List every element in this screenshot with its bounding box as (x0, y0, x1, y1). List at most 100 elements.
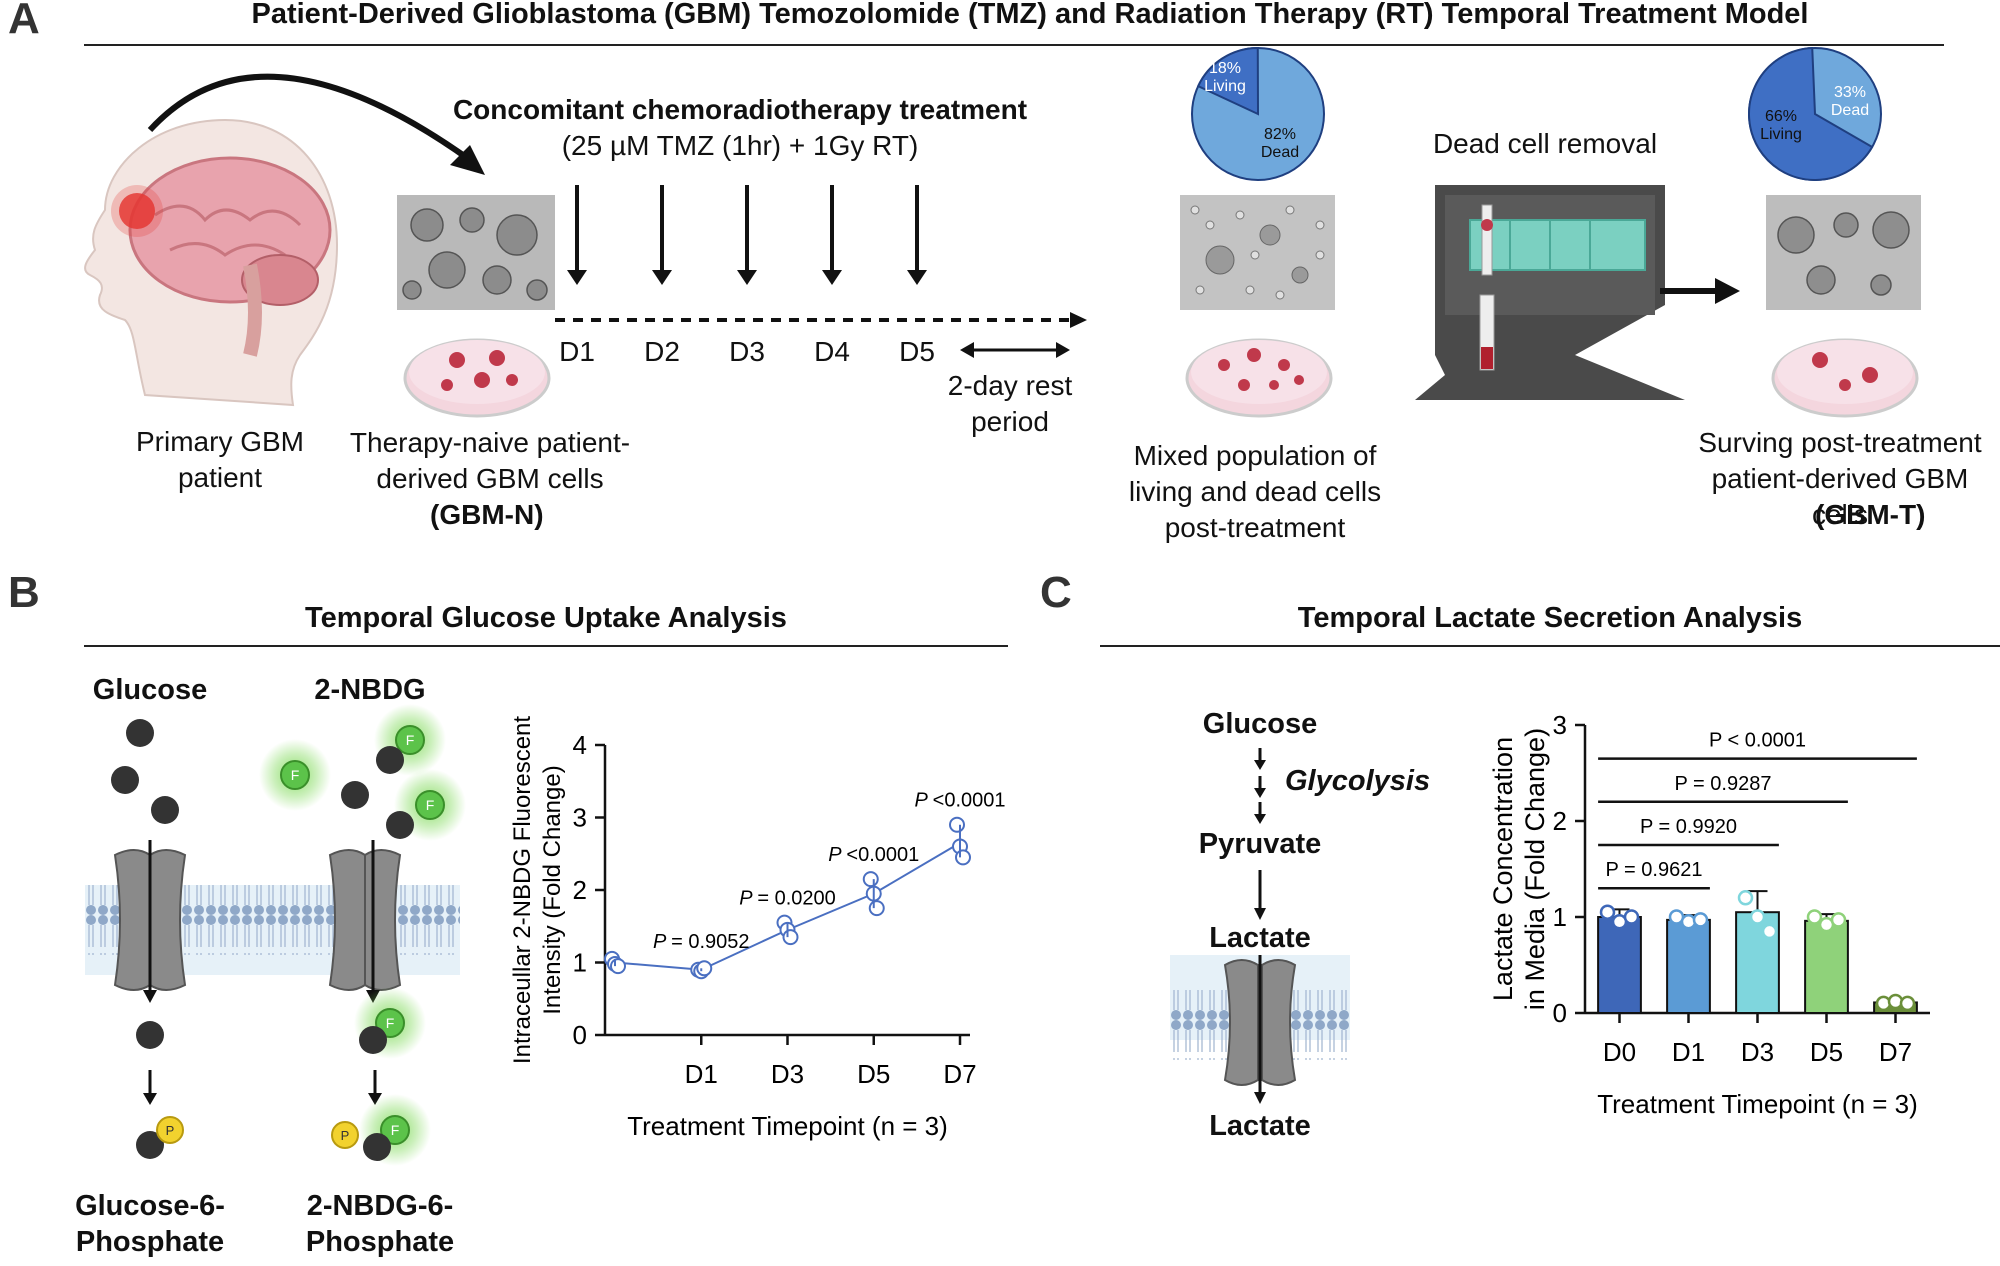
dead-removal-label: Dead cell removal (1432, 128, 1658, 159)
y-tick-label: 2 (1553, 806, 1567, 836)
pie-chart-post-treatment (1191, 46, 1325, 181)
data-point (1749, 909, 1766, 925)
nbdg-label: 2-NBDG (314, 674, 426, 706)
x-tick-label: D5 (857, 1059, 890, 1089)
glycolysis-pathway (1170, 748, 1350, 1104)
comparison-label: P = 0.9621 (1606, 859, 1703, 881)
gbm-n-dish (403, 338, 551, 418)
data-point (1737, 890, 1754, 906)
panel-a-title: Patient-Derived Glioblastoma (GBM) Temoz… (251, 0, 1809, 30)
pie-chart-after-removal (1748, 47, 1882, 181)
treatment-title: Concomitant chemoradiotherapy treatment (452, 94, 1028, 125)
comparison-label: P = 0.9920 (1640, 816, 1737, 838)
data-point (1899, 995, 1916, 1012)
treatment-dose: (25 µM TMZ (1hr) + 1Gy RT) (561, 130, 919, 161)
patient-label: Primary GBM patient (136, 426, 304, 493)
data-point (1599, 904, 1616, 920)
data-point (610, 958, 626, 975)
lactate-in-label: Lactate (1209, 922, 1311, 954)
pie1-living-pct: 18% (1208, 60, 1242, 77)
svg-text:P: P (341, 1128, 350, 1143)
glycolysis-label: Glycolysis (1285, 765, 1431, 797)
panel-b-title: Temporal Glucose Uptake Analysis (305, 602, 787, 634)
comparison-label: P < 0.0001 (1709, 730, 1806, 752)
pie2-dead-label: Dead (1830, 102, 1870, 119)
p-value-annotation: P = 0.0200 (739, 888, 836, 910)
y-axis-label-line2: Intensity (Fold Change) (539, 765, 566, 1014)
y-tick-label: 2 (573, 875, 587, 905)
data-point (1830, 912, 1847, 928)
surviving-label: Surving post-treatment patient-derived G… (1698, 427, 1982, 530)
mixed-dish (1185, 338, 1333, 418)
panel-b-letter: B (8, 568, 40, 617)
glucose-c-label: Glucose (1202, 708, 1318, 740)
p-value-annotation: P = 0.9052 (653, 931, 750, 953)
surviving-bold-label: (GBM-T) (1815, 499, 1926, 530)
pie2-living-pct: 66% (1764, 108, 1798, 125)
y-tick-label: 0 (573, 1020, 587, 1050)
gbm-n-micrograph (397, 195, 555, 310)
naive-label: Therapy-naive patient-derived GBM cells (349, 427, 631, 494)
data-point (1761, 923, 1778, 940)
pie-living-slice (1196, 46, 1260, 116)
data-point (955, 849, 971, 866)
y-axis-label-line1: Lactate Concentration (1488, 737, 1518, 1001)
comparison-label: P = 0.9287 (1675, 773, 1772, 795)
panel-b-rule (84, 645, 1008, 647)
bar-d5 (1804, 919, 1849, 1014)
magnetic-separator (1415, 185, 1685, 400)
y-tick-label: 4 (573, 730, 587, 760)
x-tick-label: D0 (1603, 1037, 1636, 1067)
day-label-d4: D4 (814, 336, 850, 367)
x-tick-label: D3 (1741, 1037, 1774, 1067)
pie2-living-label: Living (1760, 126, 1802, 143)
svg-text:F: F (386, 1015, 395, 1031)
x-tick-label: D7 (1879, 1037, 1912, 1067)
data-point (696, 960, 713, 977)
pie1-dead-label: Dead (1260, 144, 1300, 161)
glucose-uptake-diagram: FFF F F P P (85, 704, 466, 1166)
svg-text:F: F (406, 732, 415, 748)
svg-text:F: F (426, 797, 435, 813)
bar-d0 (1597, 916, 1642, 1014)
pie2-dead-pct: 33% (1833, 84, 1867, 101)
bar-d1 (1666, 918, 1711, 1015)
y-tick-label: 3 (1553, 710, 1567, 740)
gbm-t-dish (1771, 338, 1919, 418)
pie1-living-label: Living (1204, 78, 1246, 95)
data-point (1623, 909, 1640, 925)
panel-c-letter: C (1040, 568, 1072, 617)
panel-c-title: Temporal Lactate Secretion Analysis (1297, 602, 1803, 634)
day-label-d1: D1 (559, 336, 595, 367)
right-arrow (1660, 278, 1740, 304)
panel-a-letter: A (8, 0, 40, 43)
data-point (1806, 909, 1823, 925)
lactate-out-label: Lactate (1209, 1110, 1311, 1142)
pyruvate-label: Pyruvate (1198, 828, 1322, 860)
mixed-micrograph (1180, 195, 1335, 310)
y-tick-label: 1 (1553, 902, 1567, 932)
rest-period-arrow (960, 342, 1070, 358)
x-axis-label: Treatment Timepoint (n = 3) (627, 1111, 948, 1141)
naive-bold-label: (GBM-N) (430, 499, 544, 530)
pie-living-slice (1748, 47, 1874, 181)
treatment-timeline (555, 185, 1087, 328)
x-tick-label: D7 (943, 1059, 976, 1089)
g6p-label: Glucose-6-Phosphate (75, 1190, 225, 1258)
x-tick-label: D1 (1672, 1037, 1705, 1067)
pie1-dead-pct: 82% (1263, 126, 1297, 143)
y-tick-label: 1 (573, 948, 587, 978)
gbm-t-micrograph (1766, 195, 1921, 310)
svg-text:P: P (166, 1123, 175, 1138)
svg-text:F: F (291, 767, 300, 783)
y-axis-label-line2: in Media (Fold Change) (1520, 728, 1550, 1010)
p-value-annotation: P <0.0001 (914, 790, 1005, 812)
transfer-arrow (147, 73, 485, 175)
day-label-d5: D5 (899, 336, 935, 367)
patient-head-illustration (84, 118, 339, 407)
y-axis-label-line1: Intraceullar 2-NBDG Fluorescent (509, 716, 536, 1064)
y-tick-label: 3 (573, 803, 587, 833)
x-tick-label: D1 (685, 1059, 718, 1089)
